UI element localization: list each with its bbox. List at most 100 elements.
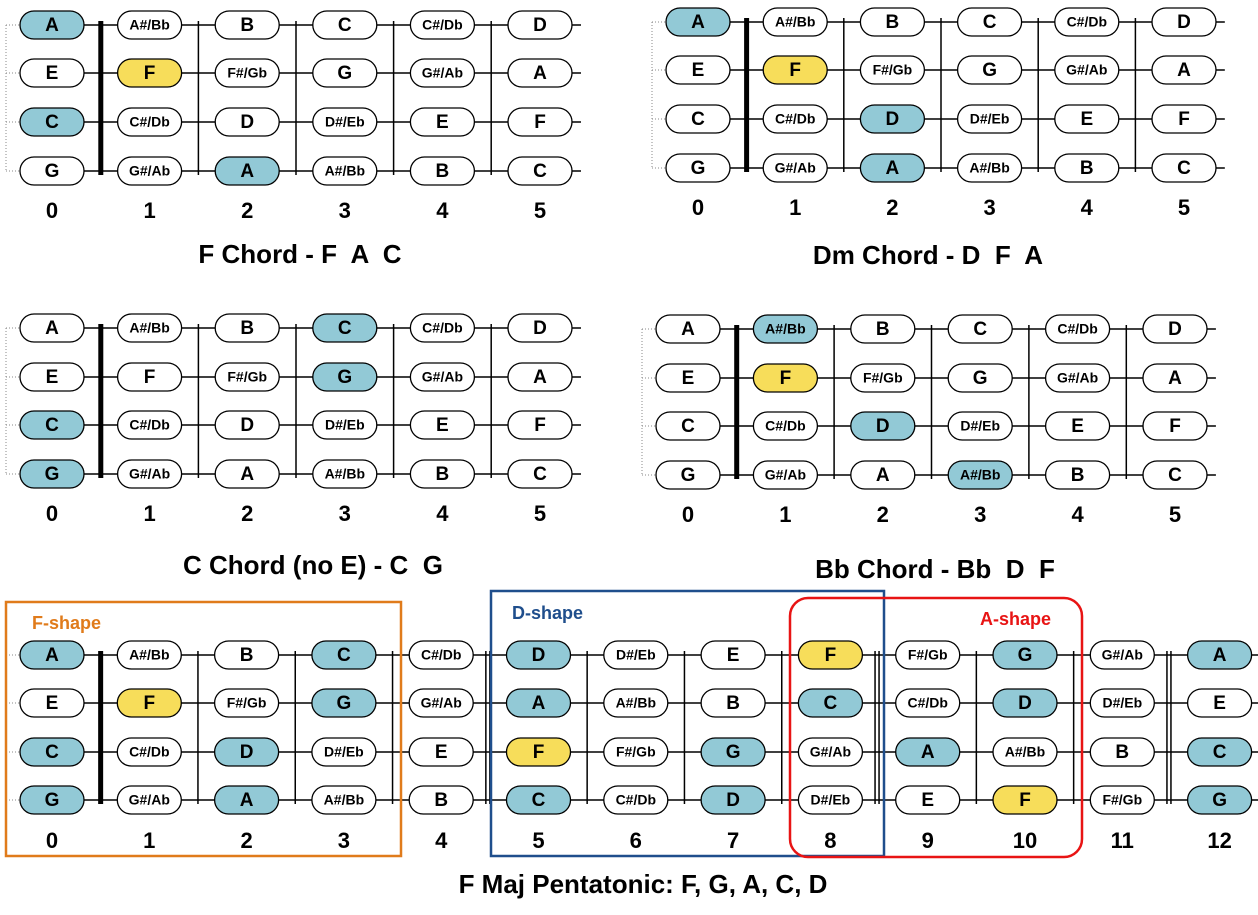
- note-label: A#/Bb: [616, 695, 656, 711]
- note-label: D: [1018, 693, 1032, 714]
- note-label: B: [434, 790, 448, 811]
- diagram-caption: Bb Chord - Bb D F: [815, 554, 1055, 584]
- note-label: C#/Db: [616, 792, 656, 808]
- note-label: E: [692, 60, 705, 81]
- note-bb-chord-s2-f4: E: [1044, 411, 1111, 441]
- note-label: C#/Db: [1067, 14, 1107, 30]
- note-f-pentatonic-s2-f3: D#/Eb: [311, 737, 377, 767]
- note-label: C#/Db: [1057, 321, 1097, 337]
- shape-box-f-shape: F-shape: [4, 600, 403, 858]
- note-label: B: [240, 15, 254, 36]
- note-label: D: [886, 109, 900, 130]
- note-label: C: [681, 416, 695, 437]
- note-f-chord-s1-f4: G#/Ab: [409, 58, 476, 88]
- fret-number: 9: [922, 828, 934, 853]
- note-label: F#/Gb: [1102, 792, 1142, 808]
- note-label: A: [1177, 60, 1191, 81]
- note-c-chord-s2-f1: C#/Db: [116, 410, 183, 440]
- note-label: G: [681, 465, 696, 486]
- note-label: F: [1178, 109, 1190, 130]
- fret-number: 3: [339, 501, 351, 526]
- note-f-pentatonic-s0-f10: G: [992, 640, 1058, 670]
- note-label: G: [726, 742, 741, 763]
- note-label: C: [45, 112, 59, 133]
- note-label: A#/Bb: [129, 647, 169, 663]
- fret-number: 1: [143, 828, 155, 853]
- diagram-caption: F Maj Pentatonic: F, G, A, C, D: [459, 869, 828, 899]
- fret-number: 4: [1081, 195, 1094, 220]
- fret-number: 11: [1111, 828, 1134, 853]
- note-label: D#/Eb: [616, 647, 656, 663]
- shape-label: F-shape: [32, 613, 101, 633]
- note-label: B: [886, 12, 900, 33]
- note-label: C: [1177, 158, 1191, 179]
- note-label: A#/Bb: [1005, 744, 1045, 760]
- note-label: C: [533, 161, 547, 182]
- note-bb-chord-s3-f3: A#/Bb: [947, 460, 1013, 490]
- note-label: A: [691, 12, 705, 33]
- note-label: A#/Bb: [765, 321, 805, 337]
- note-f-pentatonic-s0-f11: G#/Ab: [1089, 640, 1155, 670]
- note-f-pentatonic-s0-f3: C: [311, 640, 377, 670]
- note-label: G#/Ab: [810, 744, 851, 760]
- note-label: C#/Db: [765, 418, 805, 434]
- note-label: D#/Eb: [325, 114, 365, 130]
- note-bb-chord-s0-f1: A#/Bb: [752, 314, 819, 344]
- note-f-chord-s2-f2: D: [214, 107, 280, 137]
- note-f-pentatonic-s2-f2: D: [213, 737, 280, 767]
- note-c-chord-s0-f4: C#/Db: [409, 313, 476, 343]
- note-label: A: [45, 15, 59, 36]
- note-f-pentatonic-s2-f11: B: [1089, 737, 1155, 767]
- diagram-caption: C Chord (no E) - C G: [183, 550, 443, 580]
- note-label: C: [532, 790, 546, 811]
- note-dm-chord-s0-f1: A#/Bb: [762, 7, 828, 37]
- note-label: G: [1018, 645, 1033, 666]
- note-label: G#/Ab: [765, 467, 806, 483]
- note-f-pentatonic-s3-f11: F#/Gb: [1089, 785, 1155, 815]
- note-label: D: [726, 790, 740, 811]
- note-f-chord-s2-f5: F: [507, 107, 573, 137]
- fret-number: 4: [1071, 502, 1084, 527]
- shape-box-a-shape: A-shape: [788, 596, 1084, 859]
- note-label: C: [45, 415, 59, 436]
- note-dm-chord-s0-f3: C: [956, 7, 1023, 37]
- note-bb-chord-s3-f5: C: [1142, 460, 1208, 490]
- fret-number: 0: [682, 502, 694, 527]
- note-label: A: [886, 158, 900, 179]
- note-label: B: [1071, 465, 1085, 486]
- note-bb-chord-s2-f0: C: [655, 411, 721, 441]
- note-f-pentatonic-s2-f4: E: [408, 737, 474, 767]
- note-label: E: [727, 645, 740, 666]
- note-label: G: [45, 790, 60, 811]
- note-label: A: [921, 742, 935, 763]
- note-bb-chord-s2-f2: D: [850, 411, 916, 441]
- note-label: F#/Gb: [873, 62, 913, 78]
- note-label: D#/Eb: [325, 417, 365, 433]
- fret-number: 12: [1207, 828, 1231, 853]
- note-label: C: [973, 319, 987, 340]
- note-label: G#/Ab: [421, 695, 462, 711]
- note-f-chord-s0-f1: A#/Bb: [116, 10, 183, 40]
- note-label: D: [1168, 319, 1182, 340]
- shape-label: A-shape: [980, 609, 1051, 629]
- note-f-pentatonic-s3-f0: G: [19, 785, 85, 815]
- fret-number: 10: [1013, 828, 1037, 853]
- note-c-chord-s2-f2: D: [214, 410, 280, 440]
- note-bb-chord-s1-f0: E: [655, 363, 721, 393]
- fret-number: 5: [532, 828, 544, 853]
- note-f-pentatonic-s0-f8: F: [797, 640, 864, 670]
- note-f-pentatonic-s1-f4: G#/Ab: [408, 688, 474, 718]
- note-label: G: [973, 368, 988, 389]
- note-dm-chord-s3-f2: A: [859, 153, 926, 183]
- note-f-pentatonic-s0-f9: F#/Gb: [895, 640, 961, 670]
- note-label: G#/Ab: [129, 466, 170, 482]
- note-label: E: [435, 742, 448, 763]
- note-dm-chord-s3-f3: A#/Bb: [956, 153, 1023, 183]
- note-c-chord-s0-f1: A#/Bb: [116, 313, 183, 343]
- fret-number: 4: [436, 198, 449, 223]
- note-label: G: [337, 693, 352, 714]
- note-label: D: [240, 415, 254, 436]
- note-label: D: [533, 15, 547, 36]
- note-dm-chord-s0-f0: A: [665, 7, 731, 37]
